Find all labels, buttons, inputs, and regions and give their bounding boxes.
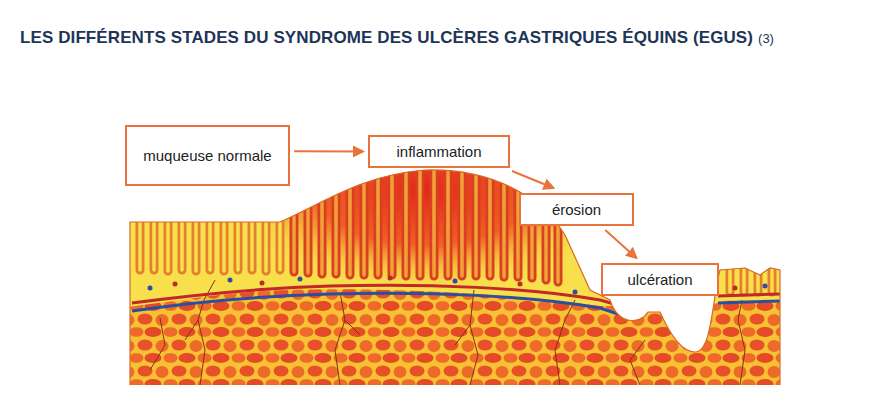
crypt-lumen bbox=[140, 222, 772, 292]
gastric-crypts bbox=[140, 222, 772, 292]
stage-box: inflammation bbox=[368, 135, 510, 168]
inflamed-crypts bbox=[294, 170, 558, 282]
stage-label: muqueuse normale bbox=[143, 145, 271, 167]
stage-box: érosion bbox=[519, 193, 634, 226]
stage-box: muqueuse normale bbox=[125, 125, 290, 186]
stage-box: ulcération bbox=[601, 263, 719, 296]
stage-label: inflammation bbox=[396, 141, 481, 163]
stage-label: ulcération bbox=[627, 269, 692, 291]
stage-label: érosion bbox=[552, 199, 601, 221]
title-row: LES DIFFÉRENTS STADES DU SYNDROME DES UL… bbox=[20, 28, 774, 48]
stage-arrow bbox=[294, 150, 363, 152]
diagram-title: LES DIFFÉRENTS STADES DU SYNDROME DES UL… bbox=[20, 28, 753, 48]
inflamed-crypt-lumen bbox=[294, 170, 558, 282]
stage-arrow bbox=[605, 230, 636, 258]
tissue-outline bbox=[130, 170, 780, 385]
stage-arrow bbox=[512, 171, 554, 188]
vein-line bbox=[132, 293, 780, 318]
reference-number: (3) bbox=[758, 31, 774, 46]
